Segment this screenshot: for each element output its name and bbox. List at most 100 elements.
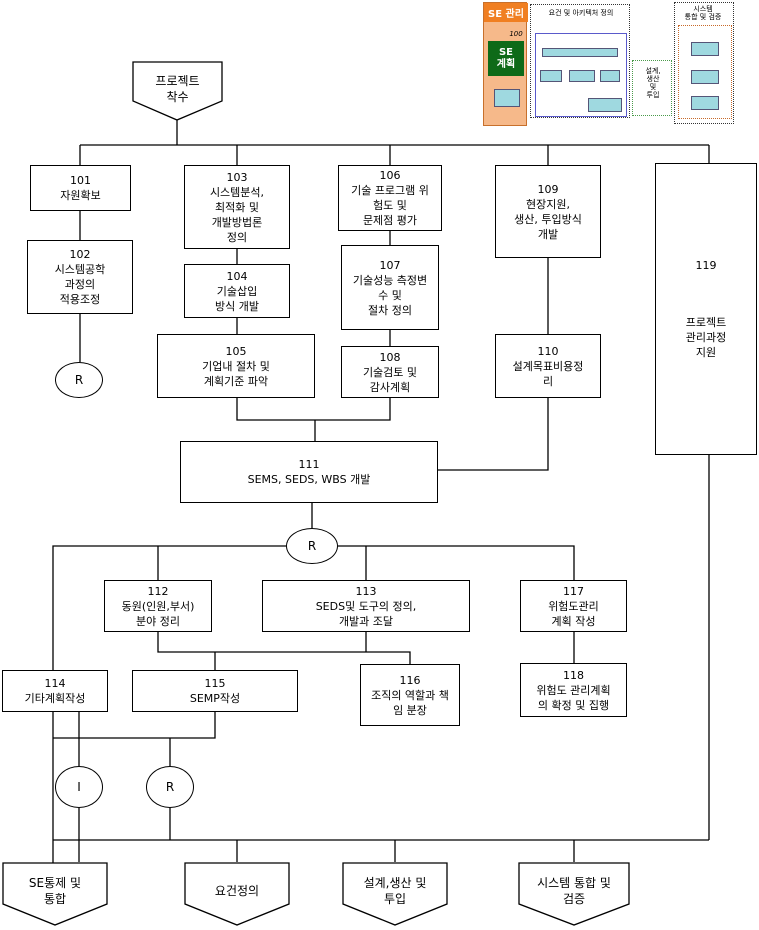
- minimap-se-management: SE 관리 100 SE 계획: [483, 2, 528, 126]
- box-119: 119 프로젝트 관리과정 지원: [655, 163, 757, 455]
- box-106: 106 기술 프로그램 위 험도 및 문제점 평가: [338, 165, 442, 231]
- box-111: 111 SEMS, SEDS, WBS 개발: [180, 441, 438, 503]
- connector-r-102-label: R: [74, 373, 84, 387]
- box-116: 116 조직의 역할과 책 임 분장: [360, 664, 460, 726]
- connector-r-111-label: R: [307, 539, 317, 553]
- box-118: 118 위험도 관리계획 의 확정 및 집행: [520, 663, 627, 717]
- box-113-text: SEDS및 도구의 정의, 개발과 조달: [315, 599, 417, 628]
- box-104: 104 기술삽입 방식 개발: [184, 264, 290, 318]
- minimap-design-title: 설계, 생산 및 투입: [645, 67, 661, 99]
- minimap-integ-box-2: [691, 70, 719, 84]
- box-110-text: 설계목표비용정 리: [512, 359, 584, 388]
- box-104-number: 104: [226, 269, 248, 283]
- output-requirements: 요건정의: [184, 862, 290, 926]
- minimap-se-header: SE 관리: [484, 3, 528, 22]
- output-se-control-label: SE통제 및 통합: [28, 876, 82, 906]
- output-requirements-shape: [184, 862, 290, 926]
- box-111-text: SEMS, SEDS, WBS 개발: [247, 473, 371, 486]
- box-108: 108 기술검토 및 감사계획: [341, 346, 439, 398]
- minimap-integ-box-3: [691, 96, 719, 110]
- output-design: 설계,생산 및 투입: [342, 862, 448, 926]
- box-112: 112 동원(인원,부서) 분야 정리: [104, 580, 212, 632]
- box-110-number: 110: [537, 344, 559, 358]
- minimap-req-box-2: [540, 70, 562, 82]
- box-115-text: SEMP작성: [189, 692, 241, 705]
- box-105: 105 기업내 절차 및 계획기준 파악: [157, 334, 315, 398]
- box-112-text: 동원(인원,부서) 분야 정리: [121, 599, 195, 628]
- minimap-requirements-frame: 요건 및 아키텍처 정의: [530, 4, 630, 118]
- connector-r-111: R: [286, 528, 338, 564]
- box-101-text: 자원확보: [60, 189, 101, 202]
- box-118-number: 118: [563, 668, 584, 682]
- box-107: 107 기술성능 측정변 수 및 절차 정의: [341, 245, 439, 330]
- box-107-text: 기술성능 측정변 수 및 절차 정의: [352, 273, 428, 317]
- box-102-number: 102: [69, 248, 91, 261]
- minimap-se-plan-number: 100: [509, 30, 523, 38]
- minimap-se-plan: SE 계획: [488, 41, 524, 76]
- box-115-number: 115: [204, 677, 226, 690]
- box-119-number: 119: [695, 259, 717, 272]
- output-integration-label: 시스템 통합 및 검증: [537, 876, 611, 906]
- minimap-integ-box-1: [691, 42, 719, 56]
- box-108-text: 기술검토 및 감사계획: [362, 365, 418, 394]
- box-117-text: 위험도관리 계획 작성: [548, 599, 599, 628]
- minimap-req-box-4: [600, 70, 620, 82]
- minimap-req-box-3: [569, 70, 595, 82]
- connector-i: I: [55, 766, 103, 808]
- minimap-req-box-5: [588, 98, 622, 112]
- minimap-integration-panel: [678, 25, 732, 119]
- connector-r-102: R: [55, 362, 103, 398]
- output-se-control-shape: [2, 862, 108, 926]
- box-111-number: 111: [298, 458, 320, 471]
- box-102: 102 시스템공학 과정의 적용조정: [27, 240, 133, 314]
- box-105-number: 105: [225, 344, 247, 358]
- box-113-number: 113: [355, 584, 377, 598]
- box-110: 110 설계목표비용정 리: [495, 334, 601, 398]
- box-106-number: 106: [379, 169, 401, 182]
- connector-r-bottom: R: [146, 766, 194, 808]
- box-117: 117 위험도관리 계획 작성: [520, 580, 627, 632]
- box-119-text: 프로젝트 관리과정 지원: [685, 316, 727, 359]
- box-107-number: 107: [379, 258, 401, 272]
- box-112-number: 112: [147, 584, 169, 598]
- box-114-number: 114: [44, 677, 66, 690]
- minimap-design-frame: 설계, 생산 및 투입: [632, 60, 672, 116]
- box-118-text: 위험도 관리계획 의 확정 및 집행: [536, 683, 611, 712]
- box-114: 114 기타계획작성: [2, 670, 108, 712]
- output-requirements-label: 요건정의: [214, 884, 260, 898]
- minimap-integration-frame: 시스템 통합 및 검증: [674, 2, 734, 124]
- start-shape: [132, 61, 223, 121]
- box-101: 101 자원확보: [30, 165, 131, 211]
- output-design-label: 설계,생산 및 투입: [363, 876, 427, 906]
- box-115: 115 SEMP작성: [132, 670, 298, 712]
- output-integration: 시스템 통합 및 검증: [518, 862, 630, 926]
- box-116-text: 조직의 역할과 책 임 분장: [371, 688, 449, 717]
- box-102-text: 시스템공학 과정의 적용조정: [54, 263, 106, 306]
- project-start-node: 프로젝트 착수: [132, 61, 223, 121]
- box-109: 109 현장지원, 생산, 투입방식 개발: [495, 165, 601, 258]
- connector-r-bottom-label: R: [165, 780, 175, 794]
- minimap-se-plan-sub: [494, 89, 520, 107]
- box-109-text: 현장지원, 생산, 투입방식 개발: [514, 197, 582, 241]
- minimap-requirements-title: 요건 및 아키텍처 정의: [548, 9, 614, 17]
- box-101-number: 101: [70, 174, 91, 187]
- output-integration-shape: [518, 862, 630, 926]
- box-109-number: 109: [537, 182, 559, 196]
- box-103: 103 시스템분석, 최적화 및 개발방법론 정의: [184, 165, 290, 249]
- box-105-text: 기업내 절차 및 계획기준 파악: [202, 359, 270, 388]
- minimap-integration-title: 시스템 통합 및 검증: [684, 5, 722, 21]
- box-106-text: 기술 프로그램 위 험도 및 문제점 평가: [351, 184, 429, 227]
- minimap-req-box-1: [542, 48, 618, 57]
- output-se-control: SE통제 및 통합: [2, 862, 108, 926]
- connector-i-label: I: [77, 780, 81, 794]
- box-103-text: 시스템분석, 최적화 및 개발방법론 정의: [209, 185, 265, 244]
- minimap-requirements-panel: [535, 33, 627, 117]
- start-label: 프로젝트 착수: [155, 74, 200, 104]
- box-117-number: 117: [563, 584, 584, 598]
- box-113: 113 SEDS및 도구의 정의, 개발과 조달: [262, 580, 470, 632]
- box-103-number: 103: [226, 170, 248, 184]
- output-design-shape: [342, 862, 448, 926]
- box-108-number: 108: [379, 350, 401, 364]
- box-114-text: 기타계획작성: [24, 692, 86, 705]
